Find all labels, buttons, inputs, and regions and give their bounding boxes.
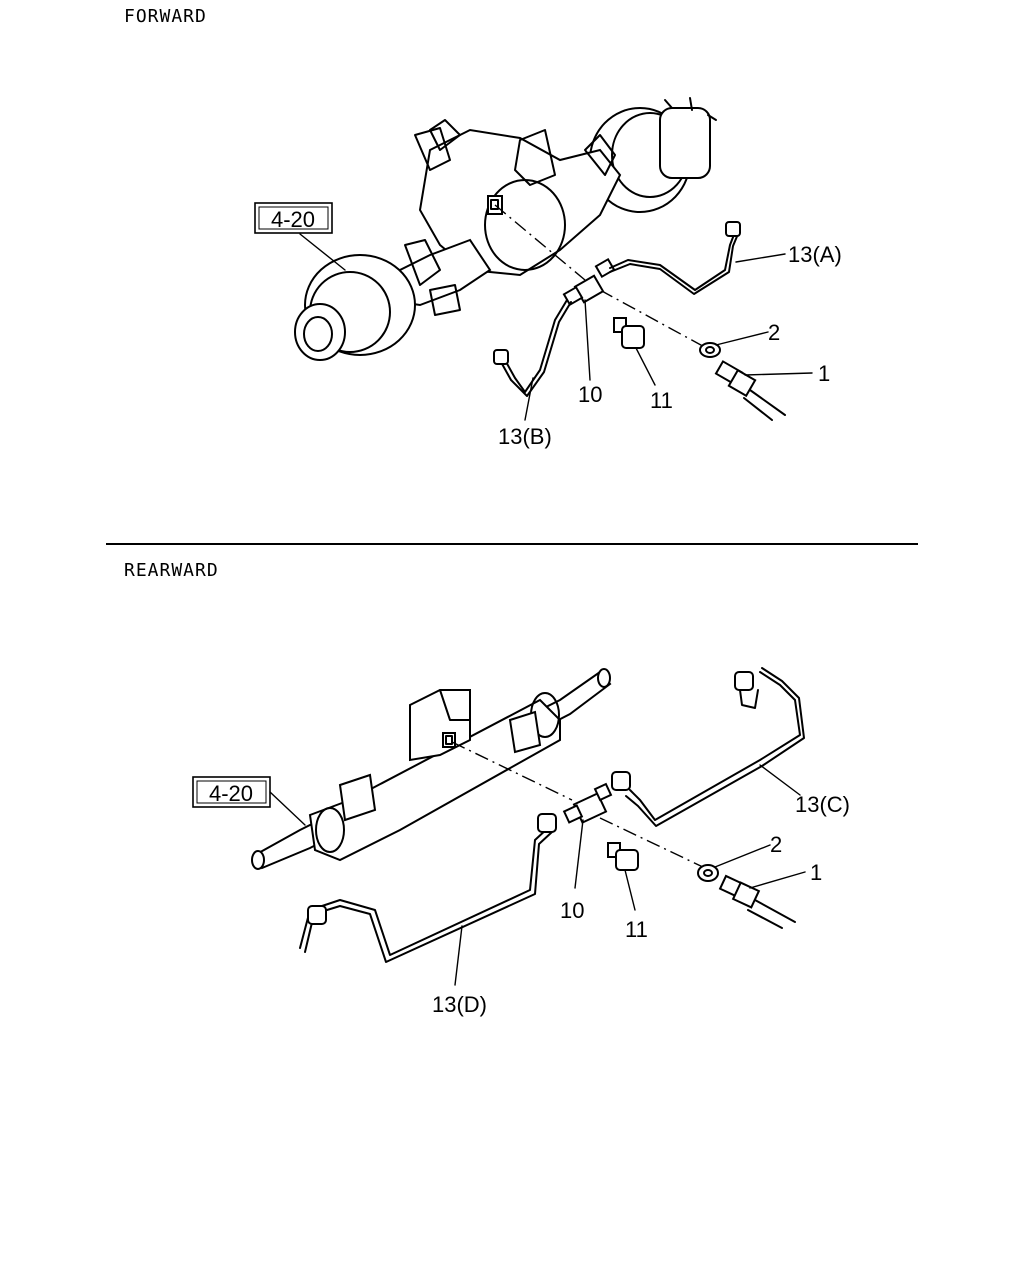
rearward-section: REARWARD [124,560,850,1017]
callout-rearward-2: 2 [770,832,782,857]
rearward-pipe-13c-nut-2 [734,671,754,691]
callout-13d: 13(D) [432,992,487,1017]
rearward-pipe-13c-nut [611,771,631,791]
callout-13a: 13(A) [788,242,842,267]
rearward-callouts: 13(C) 2 1 10 11 13(D) [432,764,850,1017]
forward-hose-1 [714,360,786,421]
forward-pipe-13b-nut [493,349,509,365]
rearward-pipe-13c [629,671,801,821]
rearward-axle-shaft [251,668,612,870]
rearward-heading: REARWARD [124,560,219,581]
forward-ref-box-label: 4-20 [271,207,315,232]
forward-ref-box[interactable] [254,202,333,234]
forward-pipe-13a-nut [725,221,741,237]
rearward-bolt-11 [607,842,639,871]
forward-ref-leader [299,233,346,271]
rearward-pipe-13d-nut [537,813,557,833]
callout-13c: 13(C) [795,792,850,817]
forward-center-line [494,204,586,281]
rearward-hose-1 [718,874,796,929]
callout-forward-1: 1 [818,361,830,386]
forward-axle-housing [294,97,717,361]
callout-forward-10: 10 [578,382,602,407]
forward-connector-10 [562,257,616,307]
rearward-connector-10 [562,782,613,824]
callout-13b: 13(B) [498,424,552,449]
forward-bolt-11 [613,317,645,349]
callout-rearward-10: 10 [560,898,584,923]
rearward-pipe-13d-nut-2 [307,905,327,925]
forward-pipe-13a [609,231,736,291]
forward-washer-2 [699,342,721,358]
rearward-center-line-2 [599,817,706,869]
rearward-center-line [451,741,573,801]
callout-rearward-11: 11 [625,917,648,942]
forward-heading: FORWARD [124,6,207,27]
callout-forward-11: 11 [650,388,673,413]
rearward-ref-box-label: 4-20 [209,781,253,806]
forward-section: FORWARD [124,6,842,449]
forward-callouts: 13(A) 2 1 10 11 13(B) [498,242,842,449]
forward-pipe-13b [504,299,568,393]
callout-rearward-1: 1 [810,860,822,885]
rearward-ref-leader [269,791,306,826]
rearward-washer-2 [697,864,719,882]
callout-forward-2: 2 [768,320,780,345]
forward-center-line-2 [599,289,711,351]
